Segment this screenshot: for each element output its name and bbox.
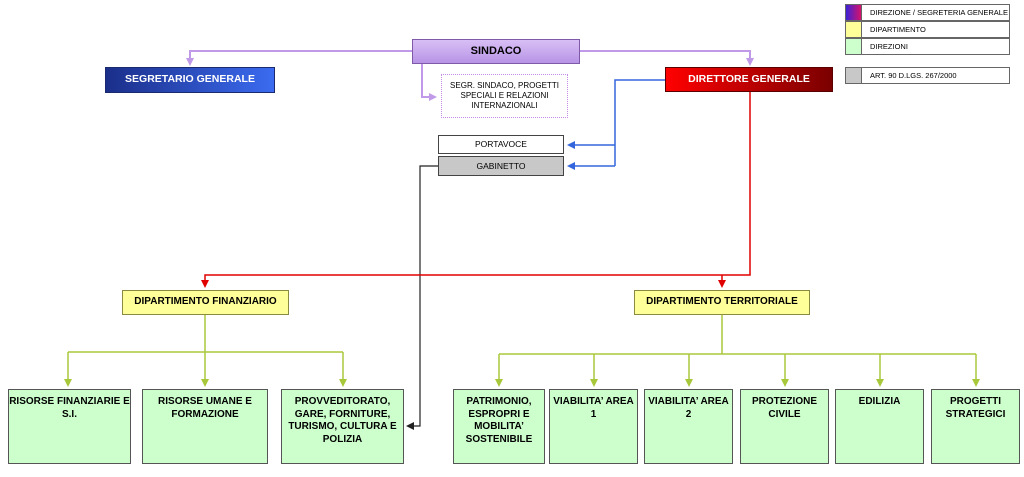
link-sindaco-direttore [580,50,754,66]
direzione-viabilita-1: VIABILITA’ AREA 1 [549,389,638,464]
legend-label: DIREZIONE / SEGRETERIA GENERALE [870,8,1008,17]
direzione-provveditorato: PROVVEDITORATO, GARE, FORNITURE, TURISMO… [281,389,404,464]
link-direttore-departments [201,92,751,288]
link-gabinetto-provveditorato [406,165,438,430]
direzione-viabilita-2: VIABILITA’ AREA 2 [644,389,733,464]
legend-item-direzione: DIREZIONE / SEGRETERIA GENERALE [845,4,1010,21]
direzione-risorse-finanziarie: RISORSE FINANZIARIE E S.I. [8,389,131,464]
legend-item-art90: ART. 90 D.LGS. 267/2000 [845,67,1010,84]
direzione-patrimonio: PATRIMONIO, ESPROPRI E MOBILITA’ SOSTENI… [453,389,545,464]
legend-label: DIPARTIMENTO [870,25,926,34]
legend-swatch-art90 [846,68,862,83]
link-fin-trunk [68,315,343,353]
direttore-generale-box: DIRETTORE GENERALE [665,67,833,92]
direzione-protezione-civile: PROTEZIONE CIVILE [740,389,829,464]
segreteria-sindaco-box: SEGR. SINDACO, PROGETTI SPECIALI E RELAZ… [441,74,568,118]
legend-swatch-dipartimento [846,22,862,37]
direzione-progetti-strategici: PROGETTI STRATEGICI [931,389,1020,464]
legend-label: ART. 90 D.LGS. 267/2000 [870,71,957,80]
dipartimento-territoriale-box: DIPARTIMENTO TERRITORIALE [634,290,810,315]
gabinetto-box: GABINETTO [438,156,564,176]
legend-label: DIREZIONI [870,42,908,51]
direzione-risorse-umane: RISORSE UMANE E FORMAZIONE [142,389,268,464]
link-ter-trunk [499,315,976,355]
link-direttore-staff [614,79,665,166]
legend-swatch-direzioni [846,39,862,54]
dipartimento-finanziario-box: DIPARTIMENTO FINANZIARIO [122,290,289,315]
sindaco-box: SINDACO [412,39,580,64]
legend-item-direzioni: DIREZIONI [845,38,1010,55]
direzione-edilizia: EDILIZIA [835,389,924,464]
link-sindaco-segr [421,64,437,101]
legend-swatch-direzione [846,5,862,20]
link-sindaco-segretario [186,50,412,66]
segretario-generale-box: SEGRETARIO GENERALE [105,67,275,93]
legend-item-dipartimento: DIPARTIMENTO [845,21,1010,38]
portavoce-box: PORTAVOCE [438,135,564,154]
